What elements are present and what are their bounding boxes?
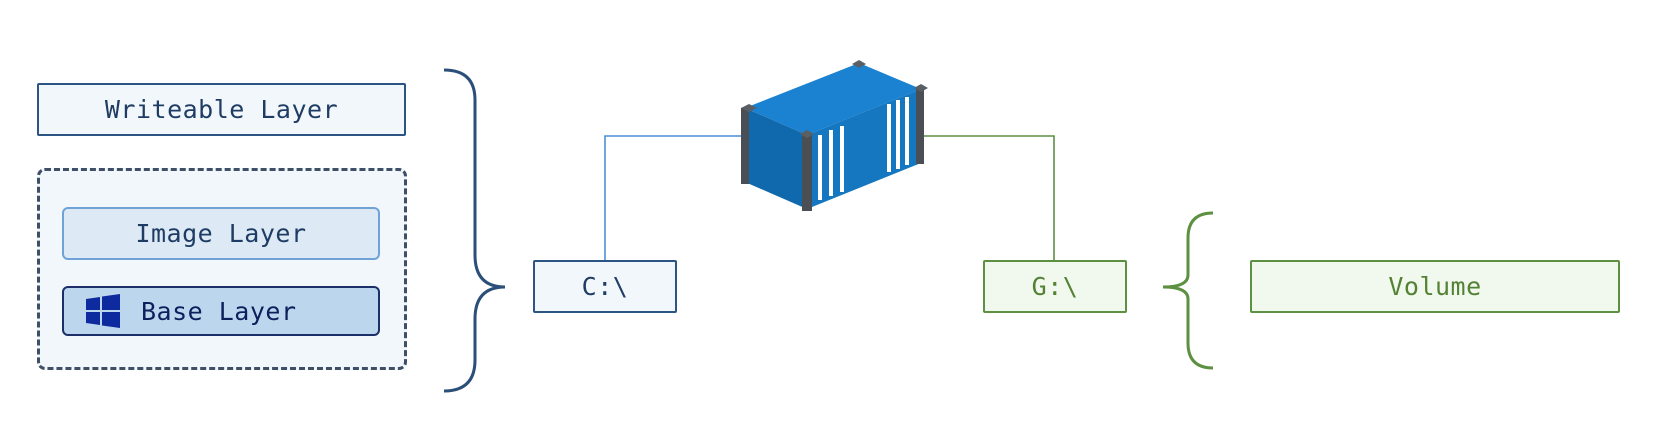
- writeable-layer: Writeable Layer: [37, 83, 406, 136]
- shipping-container-icon: [741, 60, 928, 211]
- c-drive: C:\: [533, 260, 677, 313]
- g-drive: G:\: [983, 260, 1127, 313]
- image-layers-group: [37, 168, 407, 370]
- volume-label: Volume: [1388, 272, 1482, 301]
- volume: Volume: [1250, 260, 1620, 313]
- writeable-layer-label: Writeable Layer: [104, 95, 339, 124]
- volume-brace: [1162, 211, 1214, 370]
- windows-logo-icon: [86, 294, 120, 328]
- base-layer: Base Layer: [62, 286, 380, 336]
- g-drive-label: G:\: [1031, 272, 1079, 301]
- image-layer: Image Layer: [62, 207, 380, 260]
- layers-brace: [443, 68, 506, 393]
- c-drive-label: C:\: [581, 272, 629, 301]
- base-layer-label: Base Layer: [141, 296, 297, 326]
- image-layer-label: Image Layer: [135, 219, 307, 248]
- c-drive-connector: [604, 135, 742, 260]
- g-drive-connector: [923, 135, 1055, 260]
